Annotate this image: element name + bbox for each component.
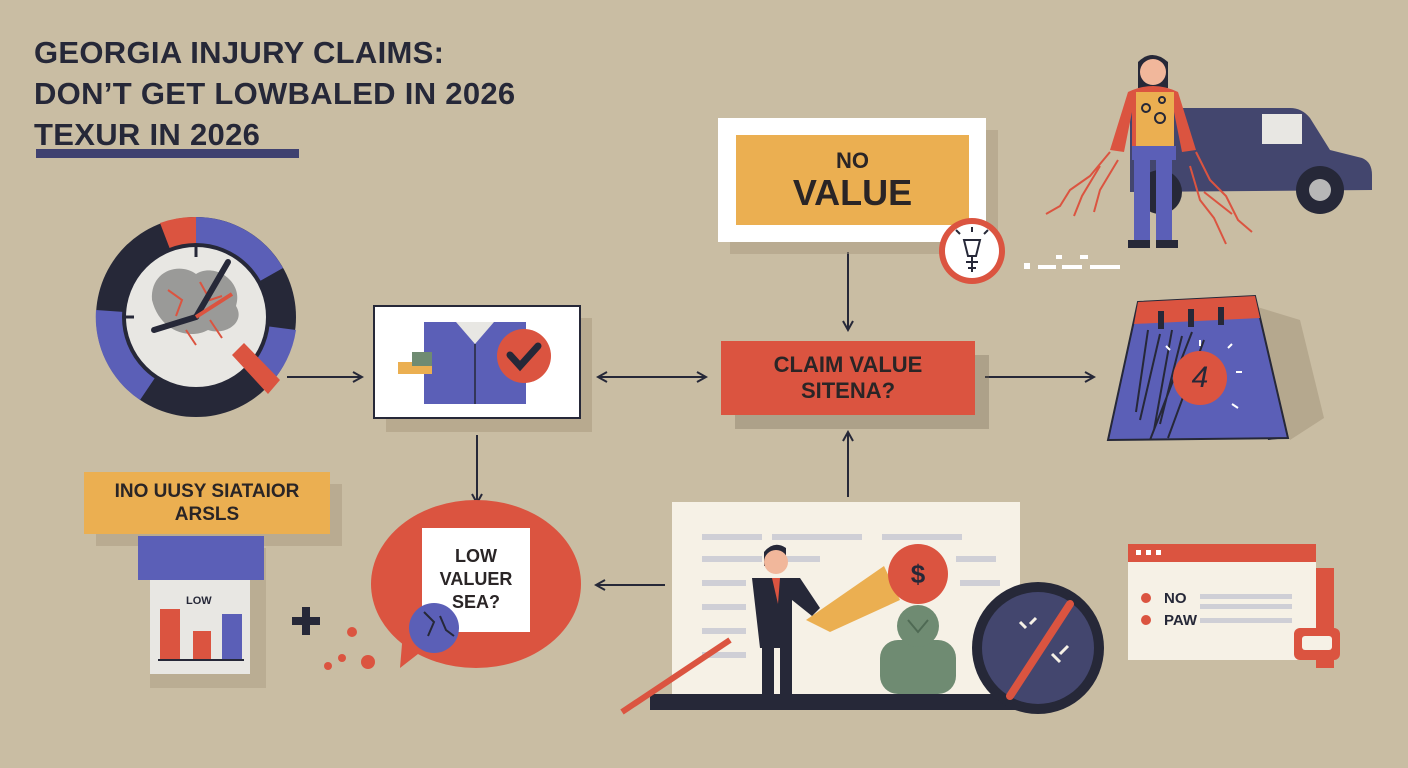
low-value-label: LOW VALUER SEA? xyxy=(422,534,530,624)
bar-chart-icon xyxy=(138,536,266,688)
dollar-sign: $ xyxy=(910,558,926,589)
claim-value-line-2: SITENA? xyxy=(800,378,896,403)
yellow-banner-line-1: INO UUSY SIATAIOR xyxy=(114,481,300,502)
yellow-banner-line-2: ARSLS xyxy=(174,504,240,525)
claim-value-line-1: CLAIM VALUE xyxy=(773,352,923,377)
payment-card-item-1: NO xyxy=(1164,590,1187,607)
no-value-label-bg xyxy=(736,135,969,225)
magnifier-icon xyxy=(972,582,1104,714)
document-check-icon xyxy=(373,305,592,432)
claim-value-box: CLAIM VALUE SITENA? xyxy=(721,341,975,415)
dash-marks xyxy=(1024,255,1120,269)
title-line-1: GEORGIA INJURY CLAIMS: xyxy=(34,35,445,70)
page-title: GEORGIA INJURY CLAIMS: DON’T GET LOWBALE… xyxy=(34,32,515,155)
plus-icon xyxy=(292,607,320,635)
arrow-icon xyxy=(287,252,1094,585)
yellow-banner-bg xyxy=(84,472,330,534)
payment-card-item-2: PAW xyxy=(1164,612,1198,629)
clock-icon xyxy=(95,216,296,417)
businessman-icon xyxy=(744,544,820,704)
low-value-line-3: SEA? xyxy=(451,591,500,612)
payment-card-icon xyxy=(1128,544,1340,668)
bulb-badge-icon xyxy=(939,218,1005,284)
chart-low-label: LOW xyxy=(186,595,212,607)
yellow-banner-label: INO UUSY SIATAIOR ARSLS xyxy=(84,472,330,534)
dollar-badge-icon xyxy=(880,544,956,694)
calendar-number: 4 xyxy=(1191,361,1209,394)
calendar-icon xyxy=(1106,294,1324,442)
low-value-line-2: VALUER xyxy=(439,568,513,589)
pen-stick xyxy=(620,637,732,715)
hand-arrow xyxy=(806,566,900,632)
no-value-line-2: VALUE xyxy=(792,172,913,213)
title-underline xyxy=(36,149,299,158)
injured-person-icon xyxy=(1045,55,1253,248)
title-line-2: DON’T GET LOWBALED IN 2026 xyxy=(34,76,516,111)
no-value-label: NO VALUE xyxy=(736,135,969,225)
title-line-3: TEXUR IN 2026 xyxy=(34,117,261,152)
low-value-line-1: LOW xyxy=(455,545,497,566)
speech-bubble-icon xyxy=(324,500,581,670)
no-value-line-1: NO xyxy=(836,148,869,173)
